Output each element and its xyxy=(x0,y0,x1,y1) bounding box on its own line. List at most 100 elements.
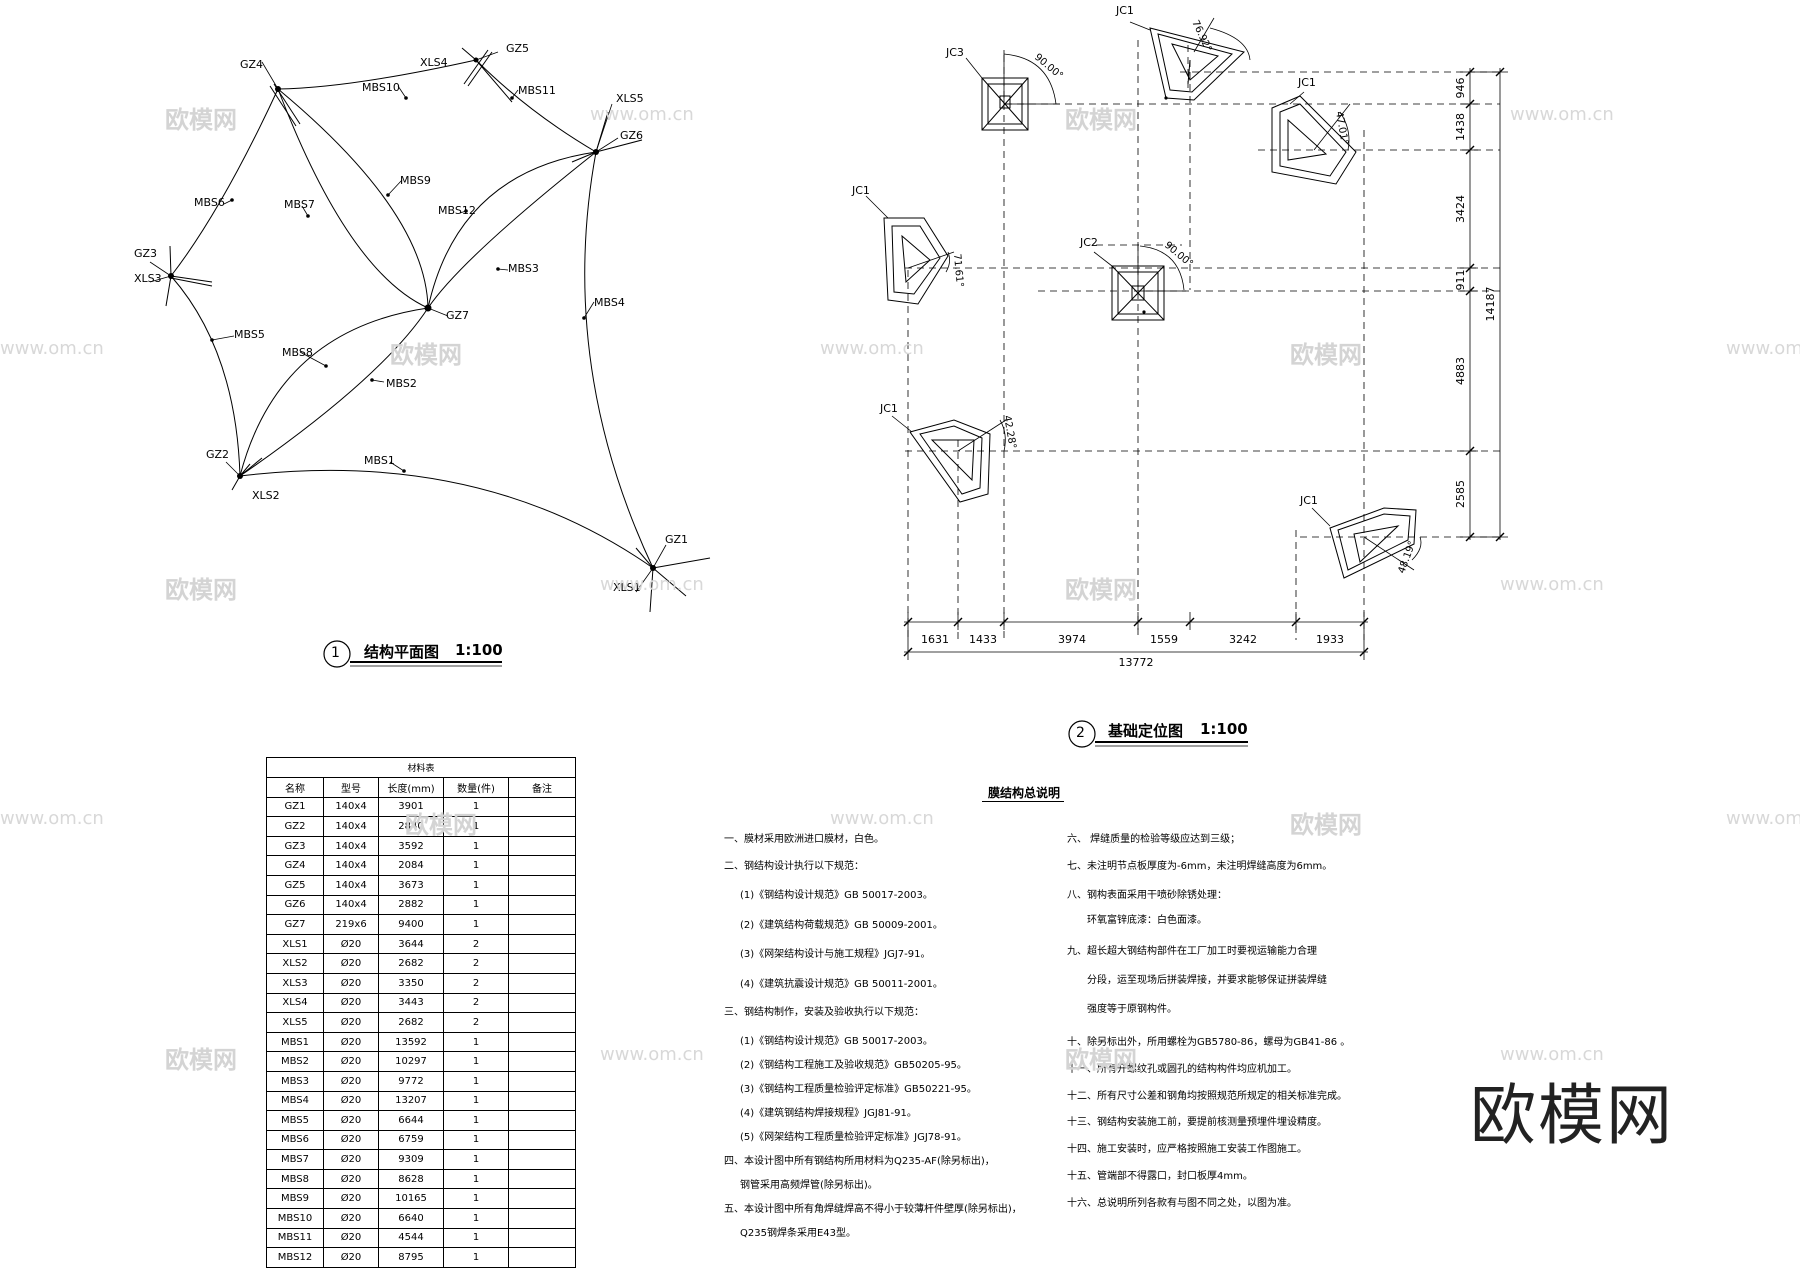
cell-quantity: 1 xyxy=(443,1149,509,1170)
cell-model: 219x6 xyxy=(323,914,379,935)
header-quantity: 数量(件) xyxy=(443,777,509,798)
label-mbs10: MBS10 xyxy=(362,81,400,94)
watermark-brand: 欧模网 xyxy=(1065,576,1137,604)
cell-model: Ø20 xyxy=(323,1188,379,1210)
cell-remark xyxy=(508,992,576,1014)
dim-bottom-4: 1559 xyxy=(1150,633,1178,646)
watermark-brand: 欧模网 xyxy=(1290,341,1362,369)
cell-length: 8628 xyxy=(378,1168,444,1190)
caption-1-title: 结构平面图 xyxy=(364,643,440,661)
note-line: (4)《建筑钢结构焊接规程》JGJ81-91。 xyxy=(740,1108,917,1119)
cell-remark xyxy=(508,816,576,837)
caption-2-scale: 1:100 xyxy=(1200,720,1248,738)
cable-mbs3 xyxy=(427,151,597,309)
label-jc1-left: JC1 xyxy=(851,184,870,197)
mast-gz1 xyxy=(635,547,711,613)
note-line: (1)《钢结构设计规范》GB 50017-2003。 xyxy=(740,890,933,901)
cable-mbs2 xyxy=(239,307,429,477)
caption-2-circle xyxy=(1068,720,1096,748)
note-line: 五、本设计图中所有角焊缝焊高不得小于较薄杆件壁厚(除另标出)， xyxy=(724,1204,1022,1215)
dim-right-5: 4883 xyxy=(1454,357,1467,385)
note-line: (3)《网架结构设计与施工规程》JGJ7-91。 xyxy=(740,949,931,960)
watermark-brand: 欧模网 xyxy=(1065,106,1137,134)
dim-bottom-total: 13772 xyxy=(1119,656,1154,669)
cell-remark xyxy=(508,933,576,955)
tie-xls4 xyxy=(461,47,513,103)
cell-quantity: 1 xyxy=(443,1110,509,1131)
caption-2-title: 基础定位图 xyxy=(1108,722,1184,740)
label-jc1-lowright: JC1 xyxy=(1299,494,1318,507)
cell-name: XLS2 xyxy=(266,953,324,974)
cell-name: GZ4 xyxy=(266,855,324,876)
watermark-brand: 欧模网 xyxy=(165,1046,237,1074)
watermark-brand: 欧模网 xyxy=(165,106,237,134)
cable-mbs7 xyxy=(277,88,429,309)
cell-quantity: 1 xyxy=(443,914,509,935)
cell-model: Ø20 xyxy=(323,1168,379,1190)
cell-name: XLS1 xyxy=(266,933,324,955)
dim-right-2: 1438 xyxy=(1454,113,1467,141)
brand-logo-text: 欧模网 xyxy=(1470,1077,1674,1154)
cable-mbs4 xyxy=(584,151,654,569)
mast-gz3 xyxy=(165,245,213,307)
cell-length: 8795 xyxy=(378,1247,444,1268)
material-table-header: 名称 型号 长度(mm) 数量(件) 备注 xyxy=(266,777,576,798)
label-xls5: XLS5 xyxy=(616,92,644,105)
label-mbs6: MBS6 xyxy=(194,196,225,209)
cable-mbs1 xyxy=(239,469,654,569)
cell-name: MBS1 xyxy=(266,1031,324,1053)
cell-length: 6640 xyxy=(378,1208,444,1229)
cell-remark xyxy=(508,1031,576,1053)
watermark-url: www.om.cn xyxy=(1500,574,1604,595)
cell-remark xyxy=(508,874,576,896)
cell-length: 2084 xyxy=(378,855,444,876)
watermark-url: www.om.cn xyxy=(1510,104,1614,125)
cell-name: XLS5 xyxy=(266,1012,324,1033)
watermark-url: www.om.cn xyxy=(830,808,934,829)
label-jc1-top: JC1 xyxy=(1115,4,1134,17)
dim-right-1: 946 xyxy=(1454,78,1467,99)
cell-model: Ø20 xyxy=(323,1208,379,1229)
cable-mbs9 xyxy=(277,88,429,309)
watermark-url: www.om.cn xyxy=(1500,1044,1604,1065)
note-line: 十五、管端部不得露口，封口板厚4mm。 xyxy=(1067,1171,1253,1182)
cell-name: GZ7 xyxy=(266,914,324,935)
cell-quantity: 1 xyxy=(443,1070,509,1092)
label-gz2: GZ2 xyxy=(206,448,229,461)
cell-remark xyxy=(508,1110,576,1131)
dim-bottom-2: 1433 xyxy=(969,633,997,646)
note-line: (5)《网架结构工程质量检验评定标准》JGJ78-91。 xyxy=(740,1132,967,1143)
label-gz3: GZ3 xyxy=(134,247,157,260)
note-line: 七、未注明节点板厚度为-6mm，未注明焊缝高度为6mm。 xyxy=(1067,861,1333,872)
cell-model: Ø20 xyxy=(323,1012,379,1033)
cell-length: 6644 xyxy=(378,1110,444,1131)
dim-right-4: 911 xyxy=(1454,270,1467,291)
label-mbs12: MBS12 xyxy=(438,204,476,217)
cell-name: XLS3 xyxy=(266,972,324,994)
cell-remark xyxy=(508,953,576,974)
dim-bottom-3: 3974 xyxy=(1058,633,1086,646)
label-jc2: JC2 xyxy=(1079,236,1098,249)
cell-remark xyxy=(508,914,576,935)
cell-length: 10297 xyxy=(378,1051,444,1072)
note-line: 四、本设计图中所有钢结构所用材料为Q235-AF(除另标出)， xyxy=(724,1156,995,1167)
cell-length: 4544 xyxy=(378,1227,444,1249)
cell-remark xyxy=(508,1090,576,1112)
header-length: 长度(mm) xyxy=(378,777,444,798)
note-line: 十、除另标出外，所用螺栓为GB5780-86，螺母为GB41-86 。 xyxy=(1067,1037,1351,1048)
cell-quantity: 2 xyxy=(443,953,509,974)
note-line: 十一、所有开螺纹孔或圆孔的结构构件均应机加工。 xyxy=(1067,1064,1297,1075)
cell-name: MBS12 xyxy=(266,1247,324,1268)
cell-remark xyxy=(508,1070,576,1092)
dim-right-3: 3424 xyxy=(1454,195,1467,223)
note-line: 六、 焊缝质量的检验等级应达到三级； xyxy=(1067,834,1241,845)
cell-length: 2882 xyxy=(378,894,444,916)
